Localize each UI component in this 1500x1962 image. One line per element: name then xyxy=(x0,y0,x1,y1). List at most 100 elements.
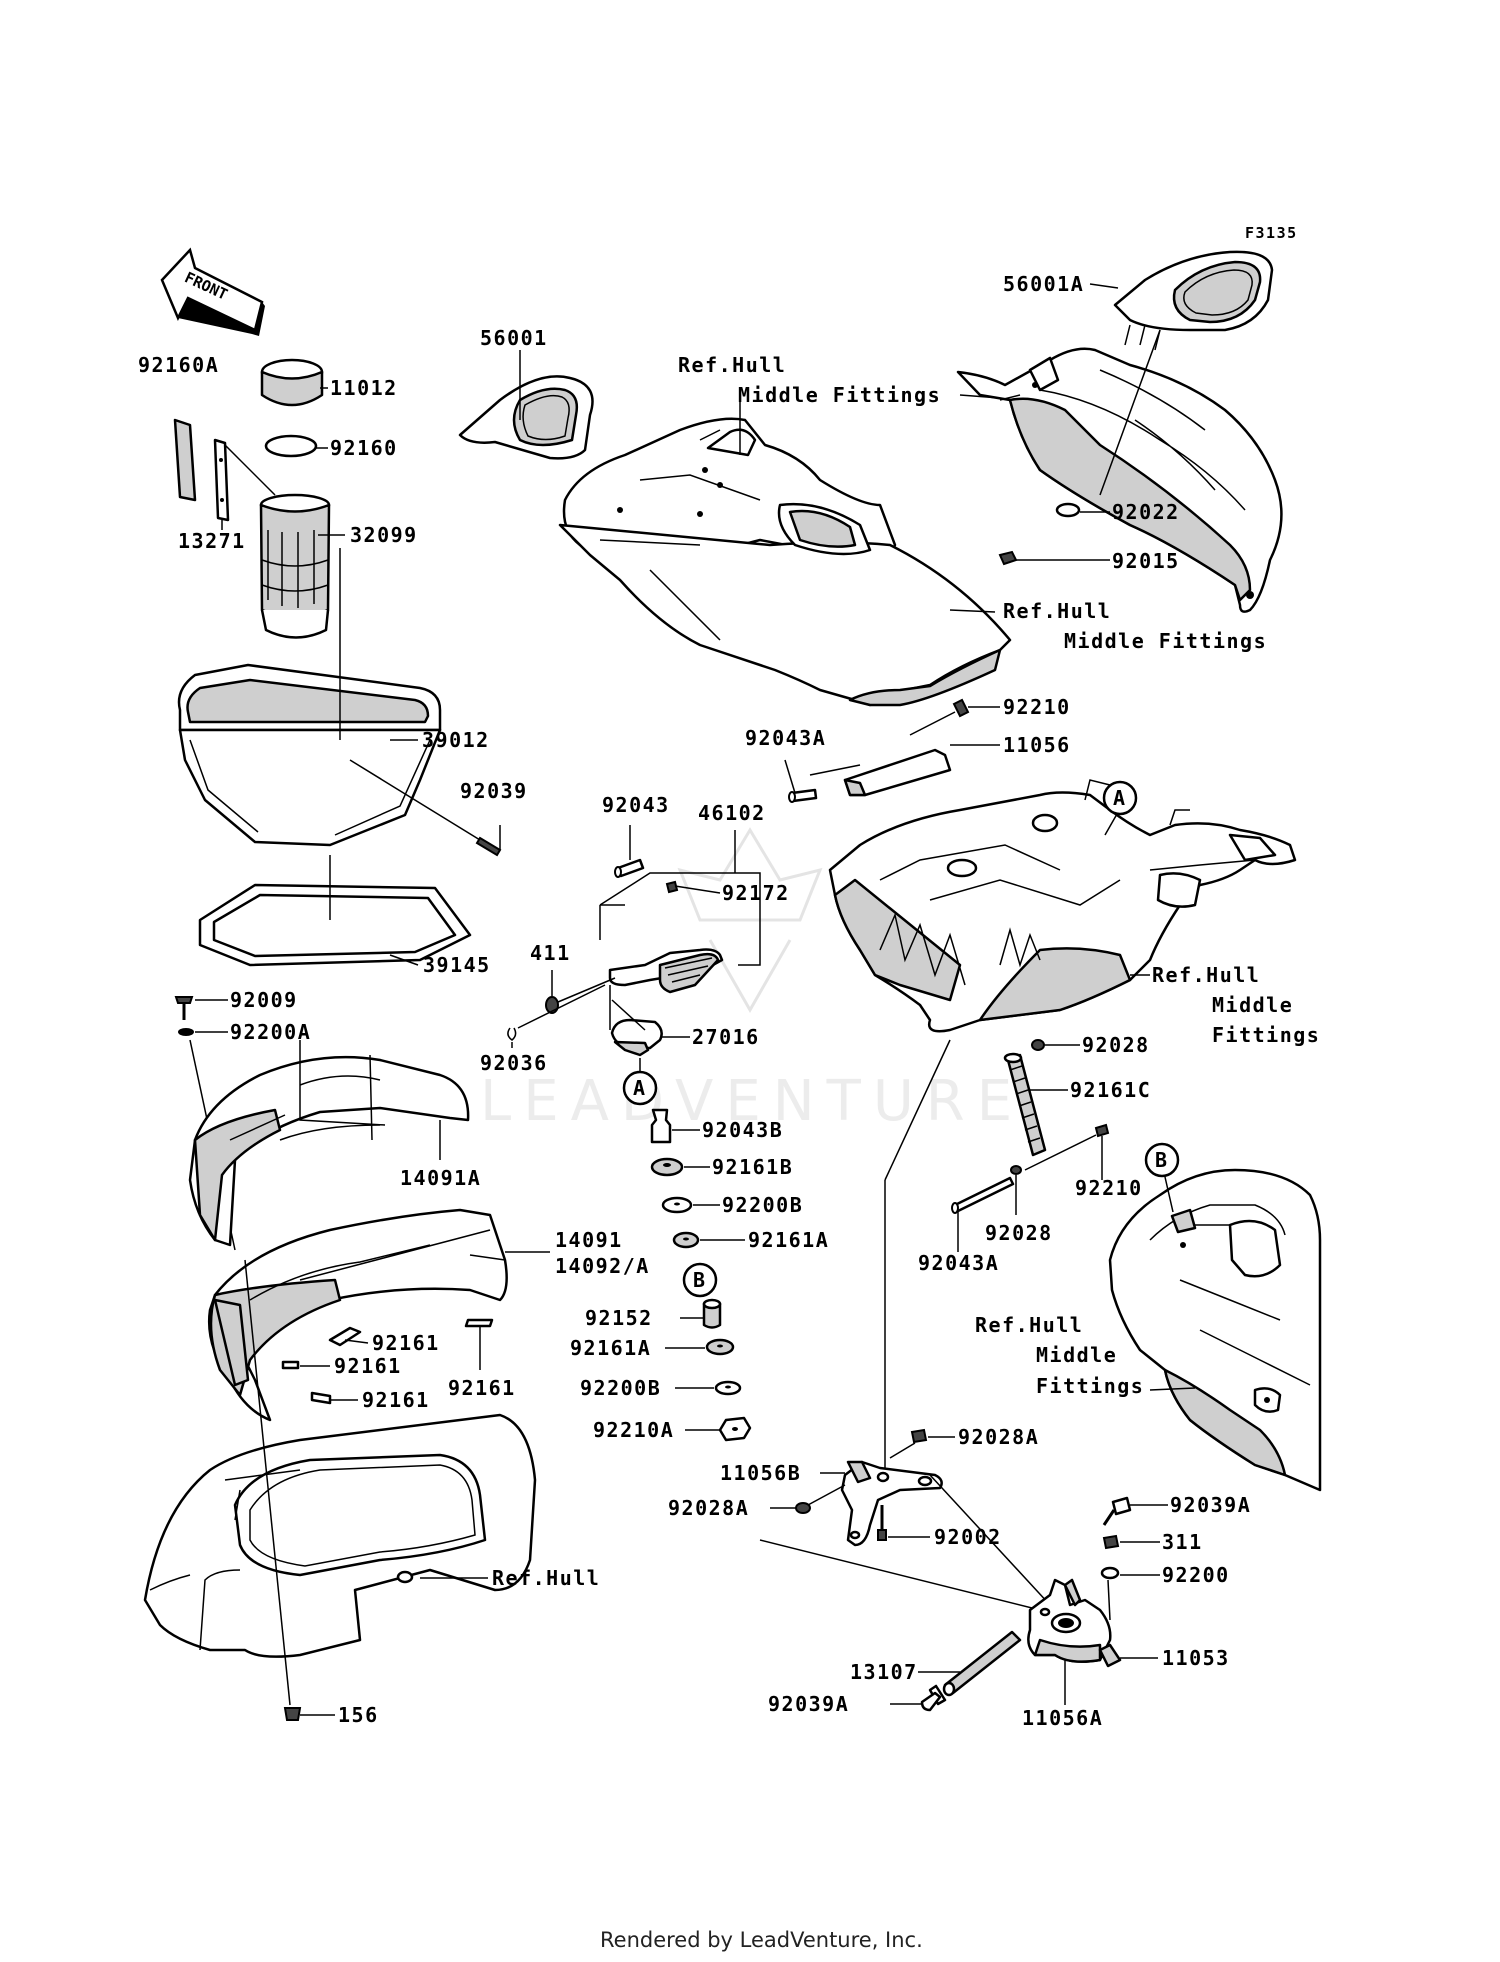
label-92161B: 92161B xyxy=(712,1155,793,1179)
label-46102: 46102 xyxy=(698,801,766,825)
label-13107: 13107 xyxy=(850,1660,918,1684)
label-92152: 92152 xyxy=(585,1306,653,1330)
footer-credit: Rendered by LeadVenture, Inc. xyxy=(600,1928,923,1952)
label-39145: 39145 xyxy=(423,953,491,977)
part-92028A-nut-2 xyxy=(770,1484,846,1514)
label-ref-hull-mid2-a: Ref.Hull xyxy=(1003,599,1111,623)
label-92161-4: 92161 xyxy=(448,1376,516,1400)
part-27016-switch xyxy=(609,985,690,1057)
part-92161A-washer-1 xyxy=(672,1231,745,1249)
part-11056A-pedal xyxy=(1027,1578,1112,1705)
part-13271-bracket xyxy=(213,438,276,530)
part-92039A-bolt-2 xyxy=(890,1684,947,1712)
label-92210-mid: 92210 xyxy=(1075,1176,1143,1200)
watermark-text: LEADVENTURE xyxy=(480,1069,1024,1134)
part-11056-bracket xyxy=(809,744,1000,797)
callout-b-letter-2: B xyxy=(1155,1148,1169,1172)
part-92160A-plate xyxy=(173,418,197,502)
part-92043B-pin xyxy=(650,1108,700,1144)
callout-letters: A A B B xyxy=(633,786,1169,1292)
label-411: 411 xyxy=(530,941,571,965)
part-92200B-washer-1 xyxy=(661,1196,720,1214)
part-92039-screw xyxy=(349,759,502,857)
label-56001: 56001 xyxy=(480,326,548,350)
ref-hull-middle-fitting-4 xyxy=(1108,1142,1322,1492)
label-11012: 11012 xyxy=(330,376,398,400)
part-56001A-mirror xyxy=(1089,250,1274,332)
part-92043A-pin-top xyxy=(784,759,818,803)
label-92161A-1: 92161A xyxy=(748,1228,829,1252)
label-ref-hull-mid3-a: Ref.Hull xyxy=(1152,963,1260,987)
label-92039: 92039 xyxy=(460,779,528,803)
label-11056A: 11056A xyxy=(1022,1706,1103,1730)
part-39145-seal xyxy=(198,855,472,967)
part-92039A-bolt-1 xyxy=(1102,1496,1168,1526)
part-92210-screw-mid xyxy=(1024,1123,1110,1180)
callout-b-letter-1: B xyxy=(693,1268,707,1292)
label-ref-hull-mid4-a: Ref.Hull xyxy=(975,1313,1083,1337)
label-27016: 27016 xyxy=(692,1025,760,1049)
part-92002-bolt xyxy=(877,1505,930,1541)
label-ref-hull-mid1-b: Middle Fittings xyxy=(738,383,941,407)
label-92039A-1: 92039A xyxy=(1170,1493,1251,1517)
label-92161-2: 92161 xyxy=(334,1354,402,1378)
label-92028A-1: 92028A xyxy=(958,1425,1039,1449)
part-11012-cap xyxy=(260,358,324,407)
label-56001A: 56001A xyxy=(1003,272,1084,296)
watermark: LEADVENTURE xyxy=(480,827,1024,1134)
part-92028-nut-mid xyxy=(1010,1165,1022,1215)
callout-b-circle-1 xyxy=(682,1262,718,1298)
label-92043A-top: 92043A xyxy=(745,726,826,750)
part-156-screw xyxy=(244,1259,335,1721)
label-92200A: 92200A xyxy=(230,1020,311,1044)
part-92210A-nut xyxy=(685,1416,752,1442)
label-ref-hull-mid1-a: Ref.Hull xyxy=(678,353,786,377)
label-92028-mid: 92028 xyxy=(985,1221,1053,1245)
part-92161-pads xyxy=(281,1318,494,1405)
label-ref-hull-mid2-b: Middle Fittings xyxy=(1064,629,1267,653)
label-92161-3: 92161 xyxy=(362,1388,430,1412)
part-92043A-pin-mid xyxy=(951,1176,1015,1252)
part-92022-washer xyxy=(1055,502,1110,518)
label-92200B-1: 92200B xyxy=(722,1193,803,1217)
label-92002: 92002 xyxy=(934,1525,1002,1549)
label-311: 311 xyxy=(1162,1530,1203,1554)
part-92028-nut-top xyxy=(1031,1039,1080,1051)
label-92172: 92172 xyxy=(722,881,790,905)
part-92160-gasket xyxy=(264,434,318,458)
label-92043B: 92043B xyxy=(702,1118,783,1142)
callout-a-letter-1: A xyxy=(633,1076,647,1100)
callout-a-letter-2: A xyxy=(1113,786,1127,810)
label-92028A-2: 92028A xyxy=(668,1496,749,1520)
part-92015-nut xyxy=(998,550,1110,566)
label-92161C: 92161C xyxy=(1070,1078,1151,1102)
label-14091: 14091 xyxy=(555,1228,623,1252)
ref-hull-bottom xyxy=(143,1413,537,1658)
label-92210-top: 92210 xyxy=(1003,695,1071,719)
part-46102-lever-box xyxy=(599,830,761,994)
label-92160: 92160 xyxy=(330,436,398,460)
label-92161-1: 92161 xyxy=(372,1331,440,1355)
label-ref-hull-mid4-c: Fittings xyxy=(1036,1374,1144,1398)
label-92022: 92022 xyxy=(1112,500,1180,524)
ref-hull-middle-fitting-3 xyxy=(828,779,1297,1033)
figure-code: F3135 xyxy=(1245,224,1298,242)
label-ref-hull-mid3-c: Fittings xyxy=(1212,1023,1320,1047)
part-32099-filler-tube xyxy=(259,493,331,639)
part-13107-pin xyxy=(918,1630,1022,1697)
label-92161A-2: 92161A xyxy=(570,1336,651,1360)
label-92028-top: 92028 xyxy=(1082,1033,1150,1057)
part-92036-clip xyxy=(507,984,606,1048)
label-92009: 92009 xyxy=(230,988,298,1012)
part-92028A-nut-1 xyxy=(889,1428,955,1459)
label-92210A: 92210A xyxy=(593,1418,674,1442)
label-ref-hull-mid3-b: Middle xyxy=(1212,993,1293,1017)
part-92009-bolt xyxy=(174,996,228,1020)
part-14091-cover xyxy=(208,1208,550,1422)
label-11056: 11056 xyxy=(1003,733,1071,757)
callout-b-circle-2 xyxy=(1144,1142,1180,1178)
label-13271: 13271 xyxy=(178,529,246,553)
label-11053: 11053 xyxy=(1162,1646,1230,1670)
part-92210-screw-top xyxy=(909,698,1000,736)
